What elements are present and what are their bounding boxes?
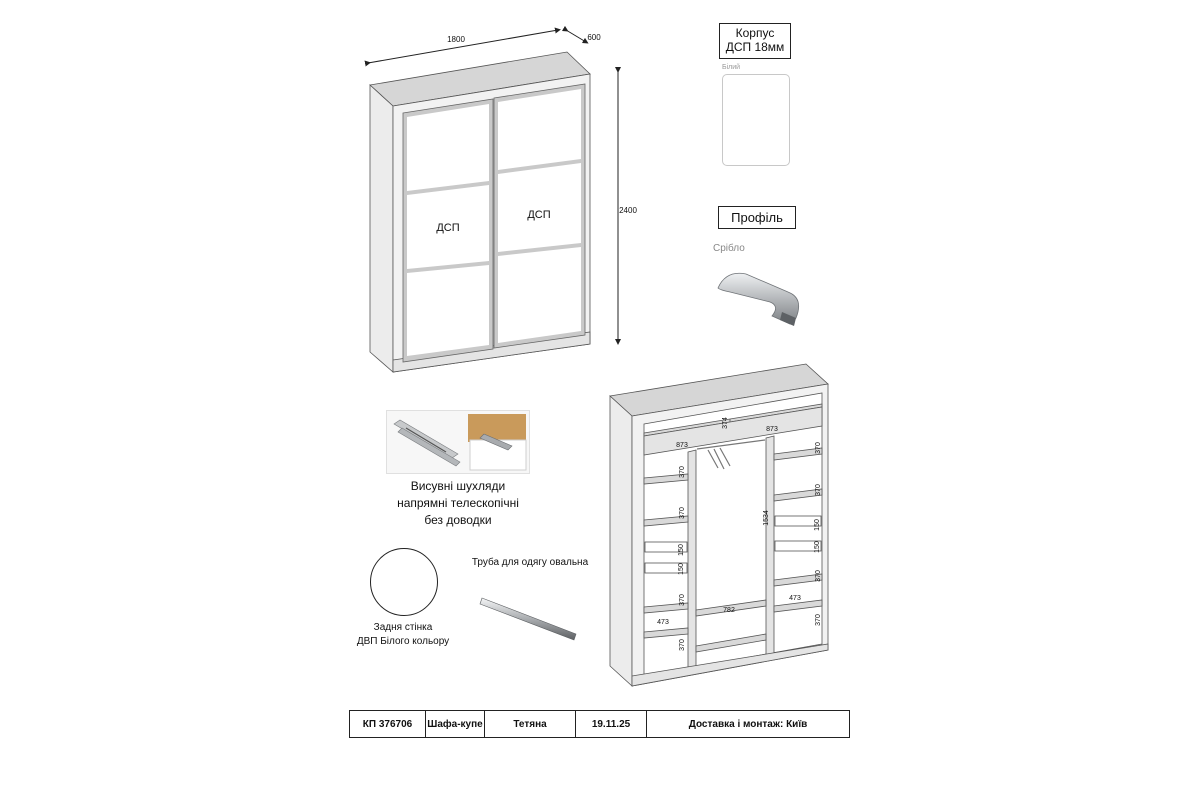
back-panel-circle (370, 548, 438, 616)
dim-left-col-5: 370 (679, 639, 686, 651)
dim-bottom-left-width: 473 (657, 619, 669, 626)
profile-image (717, 272, 800, 326)
order-client: Тетяна (484, 710, 576, 738)
order-info-table: КП 376706 Шафа-купе Тетяна 19.11.25 Дост… (349, 710, 850, 738)
dim-left-col-3: 150 (678, 563, 685, 575)
wardrobe-interior (609, 363, 829, 687)
dim-top-left-width: 873 (676, 442, 688, 449)
dim-right-col-2: 150 (814, 519, 821, 531)
hanger-icon (696, 439, 766, 470)
dim-right-col-0: 370 (815, 442, 822, 454)
body-material-title: Корпус ДСП 18мм (719, 23, 791, 59)
dim-right-col-3: 150 (814, 541, 821, 553)
drawer-icon (468, 414, 527, 471)
depth-dim-label: 600 (587, 33, 601, 42)
dim-right-col-1: 370 (815, 484, 822, 496)
rail-caption: Труба для одягу овальна (471, 557, 589, 568)
oval-rail-icon (479, 597, 577, 641)
order-product: Шафа-купе (425, 710, 485, 738)
order-date: 19.11.25 (575, 710, 647, 738)
dim-bottom-mid-width: 782 (723, 607, 735, 614)
dim-left-col-4: 370 (679, 594, 686, 606)
door-panel (407, 265, 489, 356)
profile-title: Профіль (718, 206, 796, 229)
door-panel (498, 163, 581, 252)
back-panel-caption: Задня стінка ДВП Білого кольору (356, 622, 450, 647)
dim-top-right-width: 873 (766, 426, 778, 433)
door-panel (407, 104, 489, 191)
telescopic-slide-icon (393, 419, 461, 467)
dim-left-col-0: 370 (679, 466, 686, 478)
door-panel (498, 247, 581, 343)
dim-left-col-1: 370 (679, 507, 686, 519)
wardrobe-front (369, 51, 591, 373)
depth-dim-line (561, 25, 589, 44)
body-color-swatch (722, 74, 790, 166)
order-code: КП 376706 (349, 710, 426, 738)
dim-left-col-2: 150 (678, 544, 685, 556)
dim-hanging-height: 1534 (763, 510, 770, 526)
door-material-label-right: ДСП (527, 209, 550, 221)
width-dim-line (364, 27, 561, 67)
body-color-name: Білий (722, 64, 741, 71)
door-panel (407, 185, 489, 269)
clothes-rail-image (479, 597, 577, 641)
door-panel (498, 89, 581, 170)
dim-right-col-5: 370 (815, 614, 822, 626)
drawer-slide-image (386, 410, 530, 474)
width-dim-label: 1800 (447, 35, 465, 44)
profile-color-name: Срібло (713, 243, 745, 254)
order-delivery: Доставка і монтаж: Київ (646, 710, 850, 738)
door-material-label-left: ДСП (436, 222, 459, 234)
dim-right-col-4: 370 (815, 570, 822, 582)
drawers-caption: Висувні шухляди напрямні телескопічні бе… (397, 479, 519, 527)
dim-bottom-right-width: 473 (789, 595, 801, 602)
dim-top-shelf-height: 374 (722, 417, 729, 429)
table-row: КП 376706 Шафа-купе Тетяна 19.11.25 Дост… (349, 710, 850, 738)
height-dim-label: 2400 (619, 206, 637, 215)
